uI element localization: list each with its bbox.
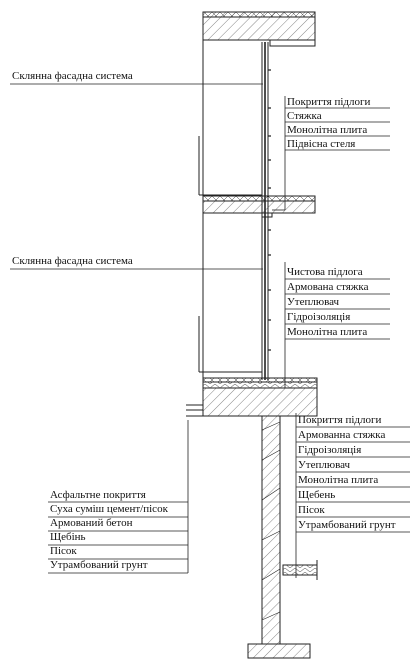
layer-label: Покриття підлоги bbox=[298, 414, 382, 426]
layer-label: Армована стяжка bbox=[287, 281, 369, 293]
layer-label: Пісок bbox=[298, 504, 325, 516]
layer-label: Чистова підлога bbox=[287, 266, 363, 278]
layer-label: Утеплювач bbox=[287, 296, 340, 308]
layer-label: Монолітна плита bbox=[287, 326, 368, 338]
layer-label: Утрамбований грунт bbox=[298, 519, 396, 531]
layer-label: Підвісна стеля bbox=[287, 138, 356, 150]
layer-label: Асфальтне покриття bbox=[50, 489, 146, 501]
layer-label: Монолітна плита bbox=[287, 124, 368, 136]
top-slab bbox=[202, 11, 316, 47]
layer-label: Щебень bbox=[298, 489, 336, 501]
layer-label: Утеплювач bbox=[298, 459, 351, 471]
facade-label-middle: Склянна фасадна система bbox=[12, 255, 133, 267]
basement-wall bbox=[247, 415, 318, 659]
layer-label: Щебінь bbox=[50, 531, 86, 543]
layer-label: Утрамбований грунт bbox=[50, 559, 148, 571]
layer-label: Стяжка bbox=[287, 110, 322, 122]
layer-label: Армованна стяжка bbox=[298, 429, 386, 441]
layer-label: Покриття підлоги bbox=[287, 96, 371, 108]
facade-label-top: Склянна фасадна система bbox=[12, 70, 133, 82]
middle-slab bbox=[202, 195, 316, 218]
layer-label: Пісок bbox=[50, 545, 77, 557]
layer-label: Гідроізоляція bbox=[298, 444, 362, 456]
layer-label: Монолітна плита bbox=[298, 474, 379, 486]
layer-label: Гідроізоляція bbox=[287, 311, 351, 323]
layer-label: Армований бетон bbox=[50, 517, 133, 529]
layer-label: Суха суміш цемент/пісок bbox=[50, 503, 168, 515]
ground-slab bbox=[186, 377, 318, 417]
